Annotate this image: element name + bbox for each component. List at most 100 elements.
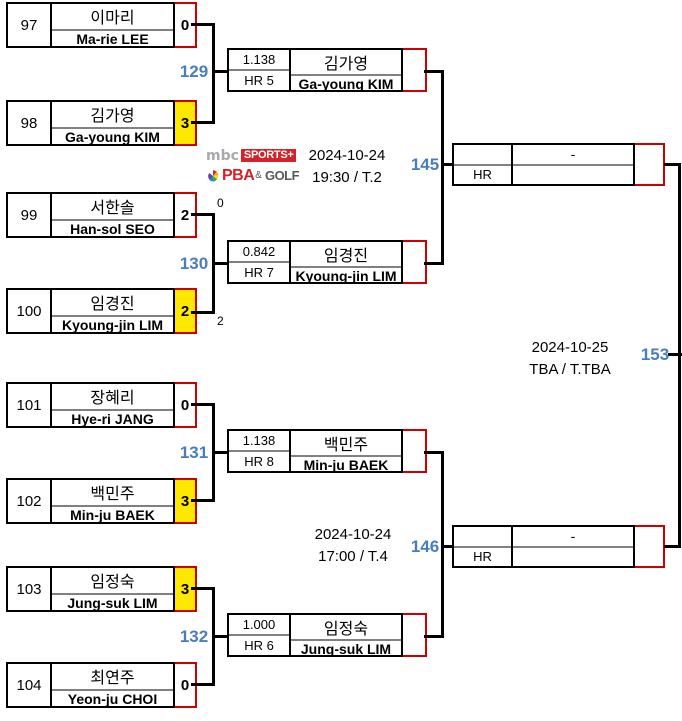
bracket-line <box>191 23 215 26</box>
bracket-line <box>664 163 680 166</box>
mbc-wordmark: mbc <box>206 147 239 164</box>
round1-player-box[interactable]: 101 장혜리 Hye-ri JANG 0 <box>6 382 197 428</box>
semifinal-time: 19:30 / T.2 <box>312 169 382 186</box>
seed-number: 104 <box>6 662 51 708</box>
average-value: 1.138 <box>229 431 289 452</box>
match-number: 129 <box>179 62 209 81</box>
round2-player-names: 백민주 Min-ju BAEK <box>290 429 403 473</box>
round1-player-box[interactable]: 97 이마리 Ma-rie LEE 0 <box>6 2 197 48</box>
player-name-kr: 장혜리 <box>52 384 173 411</box>
semifinal-score <box>635 143 665 186</box>
player-names: 최연주 Yeon-ju CHOI <box>51 662 174 708</box>
semifinal-stats: HR <box>452 525 512 568</box>
round2-match-box[interactable]: 0.842 HR 7 임경진 Kyoung-jin LIM <box>227 240 427 284</box>
golf-wordmark: GOLF <box>264 168 300 183</box>
player-names: 임경진 Kyoung-jin LIM <box>51 288 174 334</box>
bracket-line <box>191 587 215 590</box>
player-name-en: Ga-young KIM <box>298 76 394 92</box>
semifinal-time: 17:00 / T.4 <box>318 548 388 565</box>
average-value: 0.842 <box>229 242 289 263</box>
player-name-kr: 김가영 <box>291 50 401 76</box>
player-names: 장혜리 Hye-ri JANG <box>51 382 174 428</box>
peacock-icon <box>208 169 219 182</box>
seed-number: 100 <box>6 288 51 334</box>
bracket-line <box>191 403 215 406</box>
round1-player-box[interactable]: 99 서한솔 Han-sol SEO 2 <box>6 192 197 238</box>
player-name-kr: - <box>513 527 633 548</box>
final-match-number: 153 <box>640 345 670 364</box>
bracket-line <box>212 70 228 73</box>
final-date: 2024-10-25 <box>531 339 609 356</box>
player-names: 서한솔 Han-sol SEO <box>51 192 174 238</box>
match-number: 130 <box>179 254 209 273</box>
player-name-kr: 백민주 <box>291 431 401 457</box>
player-name-en: Han-sol SEO <box>70 221 155 237</box>
semifinal-date: 2024-10-24 <box>308 147 386 164</box>
bracket-line <box>212 635 228 638</box>
player-name-kr: 임정숙 <box>52 568 173 595</box>
high-run-value: HR 8 <box>244 454 274 469</box>
high-run-value: HR <box>473 167 492 183</box>
ampersand: & <box>255 170 262 181</box>
player-names: 이마리 Ma-rie LEE <box>51 2 174 48</box>
bracket-line <box>424 70 444 73</box>
player-name-en: Min-ju BAEK <box>70 507 155 523</box>
round1-player-box[interactable]: 104 최연주 Yeon-ju CHOI 0 <box>6 662 197 708</box>
bracket-line <box>212 451 228 454</box>
broadcaster-logos: mbc SPORTS+ PBA & GOLF <box>206 147 300 184</box>
player-name-kr: 서한솔 <box>52 194 173 221</box>
round2-match-box[interactable]: 1.000 HR 6 임정숙 Jung-suk LIM <box>227 613 427 657</box>
player-name-en: Ga-young KIM <box>65 129 160 145</box>
bracket-line <box>424 635 444 638</box>
average-value: 1.000 <box>229 615 289 636</box>
bracket-line <box>441 545 455 548</box>
semifinal-schedule: 2024-10-24 17:00 / T.4 <box>288 524 418 568</box>
round2-stats: 1.000 HR 6 <box>227 613 290 657</box>
round2-player-names: 임경진 Kyoung-jin LIM <box>290 240 403 284</box>
high-run-value: HR <box>473 549 492 565</box>
bracket-line <box>191 499 215 502</box>
round2-player-names: 김가영 Ga-young KIM <box>290 48 403 92</box>
player-names: 김가영 Ga-young KIM <box>51 100 174 146</box>
player-name-kr: 임경진 <box>291 242 401 268</box>
round2-match-box[interactable]: 1.138 HR 5 김가영 Ga-young KIM <box>227 48 427 92</box>
semifinal-stats: HR <box>452 143 512 186</box>
semifinal-match-box[interactable]: HR - <box>452 525 665 568</box>
high-run-value: HR 5 <box>244 73 274 88</box>
bracket-line <box>212 262 228 265</box>
player-name-en: Yeon-ju CHOI <box>67 691 158 707</box>
bracket-line <box>441 70 444 265</box>
player-name-kr: 최연주 <box>52 664 173 691</box>
player-name-en: Ma-rie LEE <box>76 31 149 47</box>
bracket-line <box>191 121 215 124</box>
player-names: 백민주 Min-ju BAEK <box>51 478 174 524</box>
bracket-line <box>424 262 444 265</box>
average-value: 1.138 <box>229 50 289 71</box>
bracket-line <box>191 213 215 216</box>
bracket-line <box>424 451 444 454</box>
match-number: 146 <box>410 537 440 556</box>
tiebreak-mark-top: 0 <box>217 196 224 210</box>
round2-stats: 1.138 HR 8 <box>227 429 290 473</box>
bracket-line <box>664 545 680 548</box>
round2-stats: 1.138 HR 5 <box>227 48 290 92</box>
round1-player-box[interactable]: 102 백민주 Min-ju BAEK 3 <box>6 478 197 524</box>
high-run-value: HR 6 <box>244 638 274 653</box>
round2-match-box[interactable]: 1.138 HR 8 백민주 Min-ju BAEK <box>227 429 427 473</box>
bracket-line <box>191 683 215 686</box>
player-name-en: Hye-ri JANG <box>71 411 154 427</box>
round2-player-names: 임정숙 Jung-suk LIM <box>290 613 403 657</box>
round1-player-box[interactable]: 98 김가영 Ga-young KIM 3 <box>6 100 197 146</box>
bracket-line <box>191 311 215 314</box>
player-name-en: Min-ju BAEK <box>303 457 389 473</box>
seed-number: 101 <box>6 382 51 428</box>
round1-player-box[interactable]: 100 임경진 Kyoung-jin LIM 2 <box>6 288 197 334</box>
player-name-kr: 백민주 <box>52 480 173 507</box>
bracket-line <box>441 163 455 166</box>
player-name-kr: 김가영 <box>52 102 173 129</box>
high-run-value: HR 7 <box>244 265 274 280</box>
semifinal-match-box[interactable]: HR - <box>452 143 665 186</box>
player-name-kr: 임경진 <box>52 290 173 317</box>
player-name-en: Kyoung-jin LIM <box>295 268 397 284</box>
round1-player-box[interactable]: 103 임정숙 Jung-suk LIM 3 <box>6 566 197 612</box>
